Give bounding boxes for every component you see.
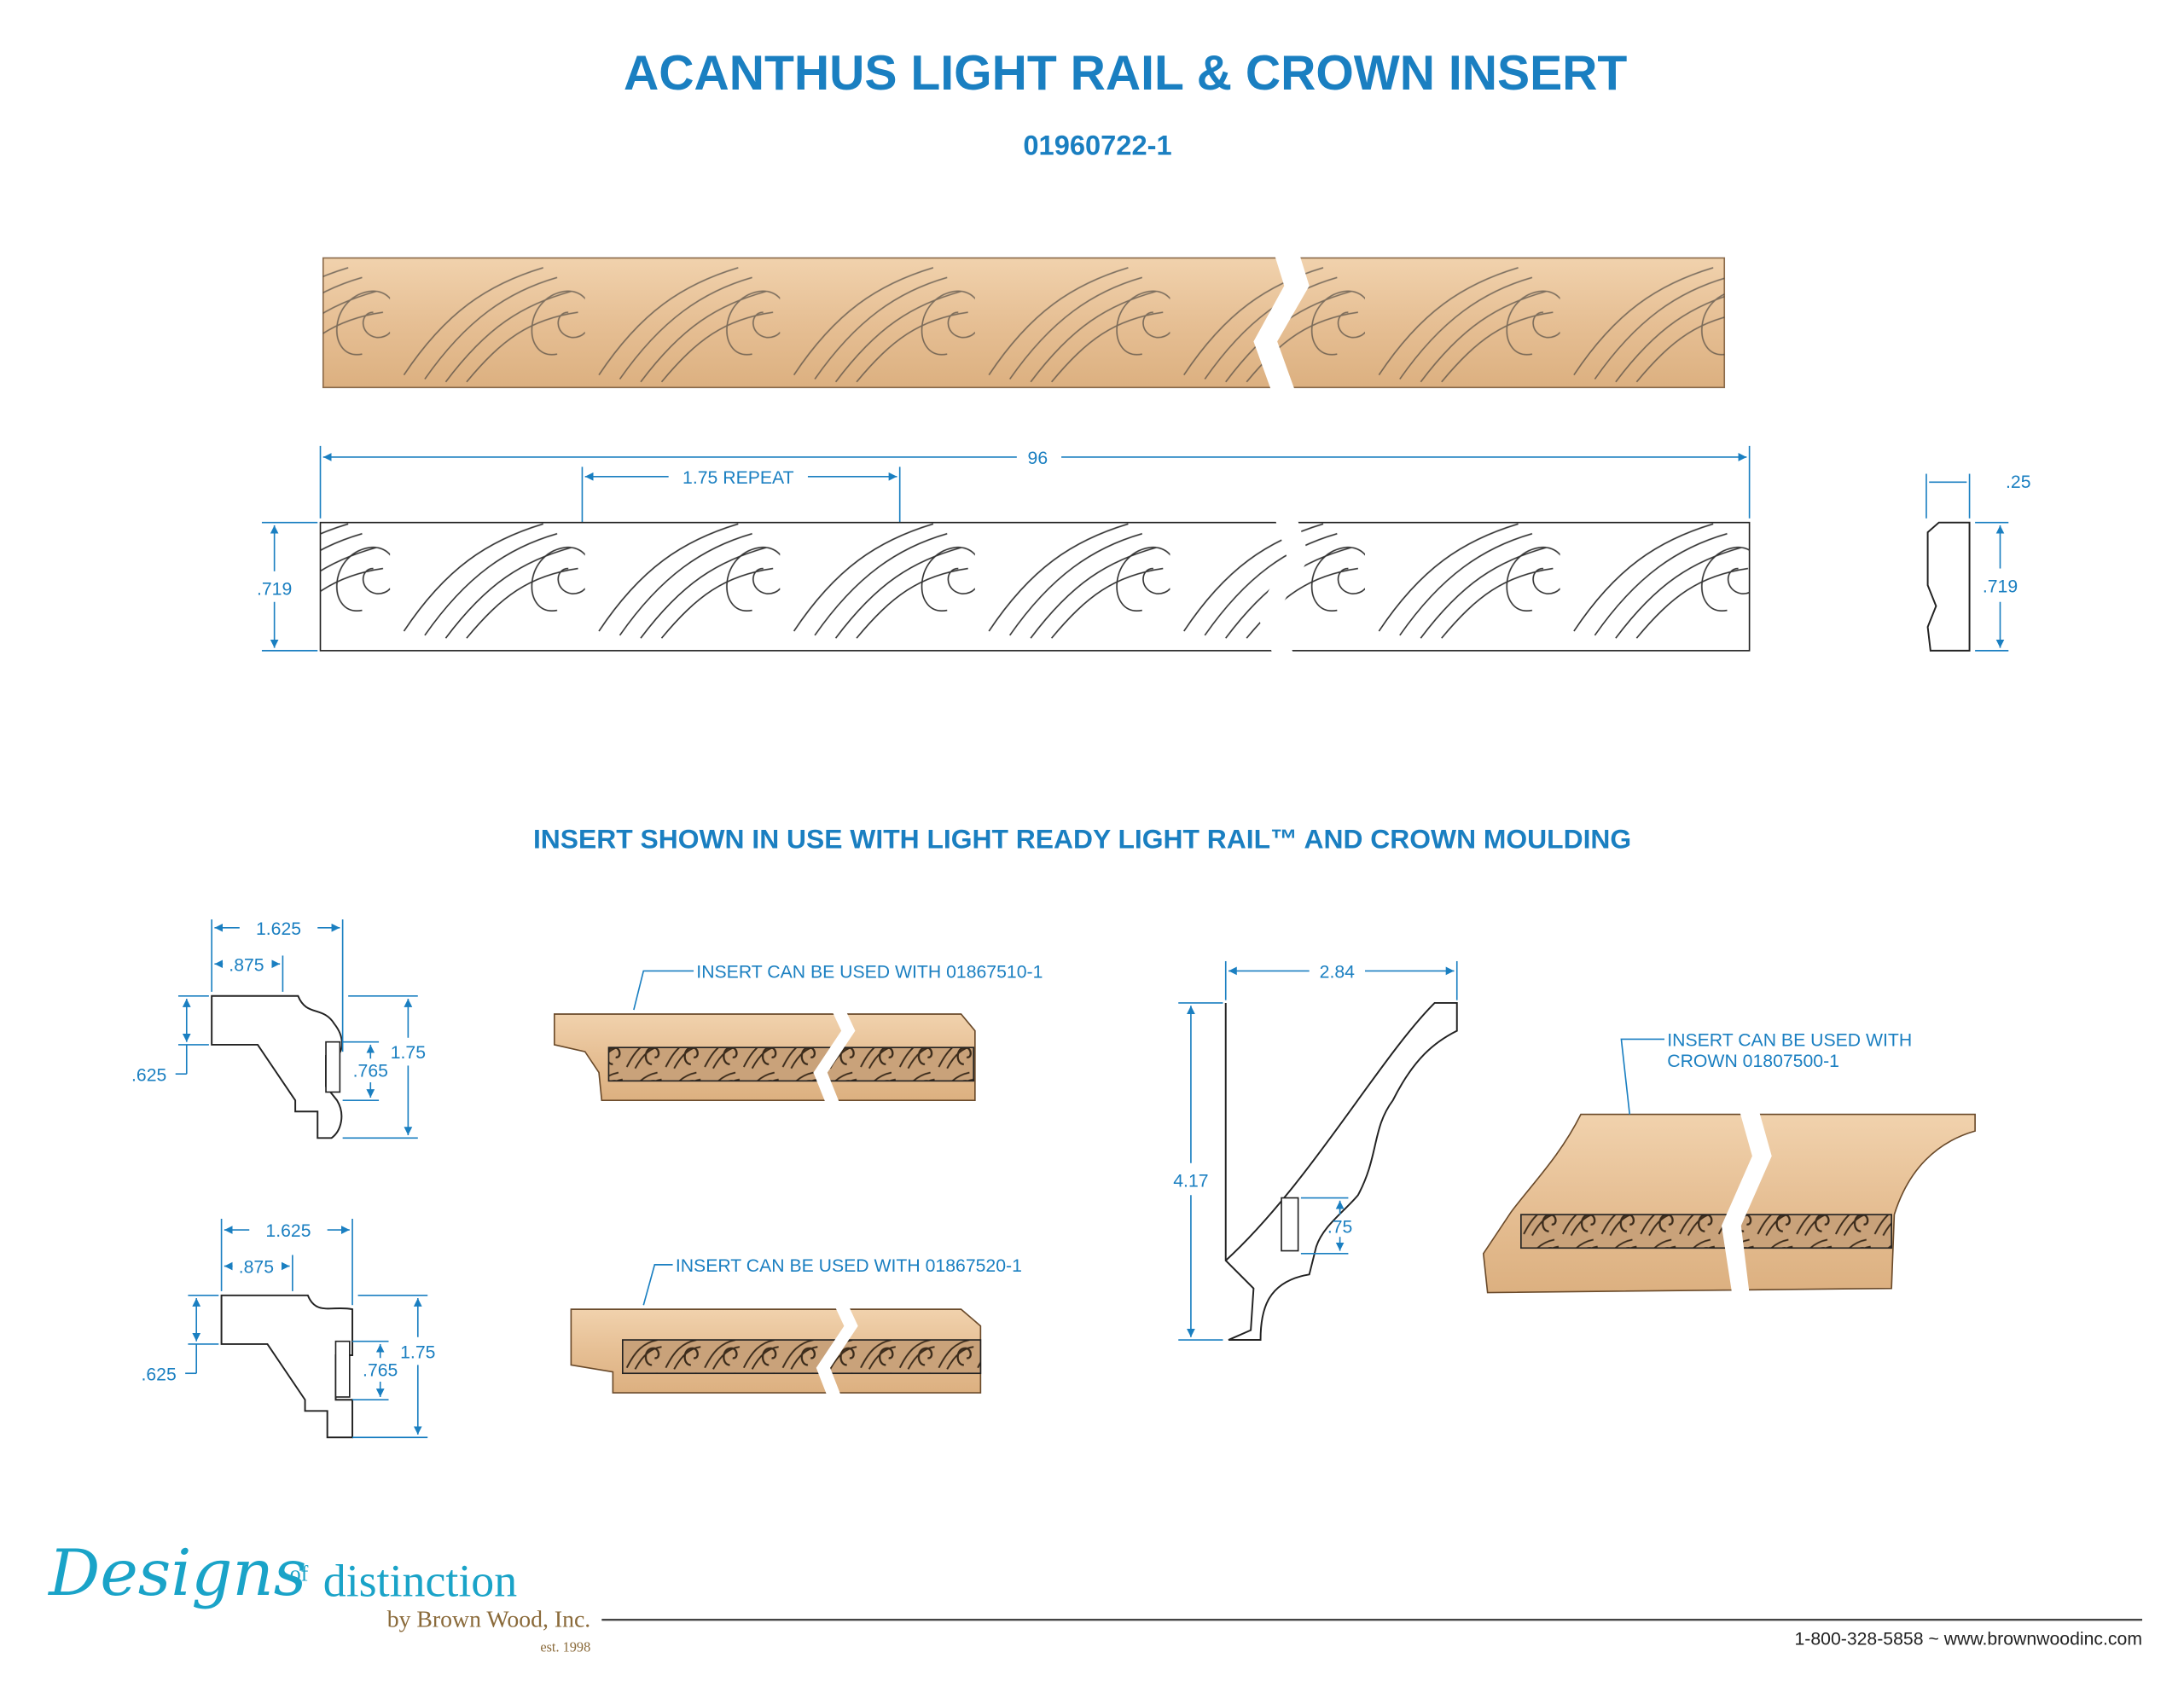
callout-rail-1: INSERT CAN BE USED WITH 01867510-1 xyxy=(696,963,1043,983)
logo-word: distinction xyxy=(323,1555,517,1606)
logo-script: Designs xyxy=(47,1535,306,1610)
profile-1-insert-height: .765 xyxy=(353,1061,388,1081)
page-title: ACANTHUS LIGHT RAIL & CROWN INSERT xyxy=(624,46,1627,101)
logo-est: est. 1998 xyxy=(540,1639,590,1655)
profile-1-height: 1.75 xyxy=(391,1043,426,1063)
callout-crown-line1: INSERT CAN BE USED WITH xyxy=(1667,1031,1912,1051)
crown-height: 4.17 xyxy=(1173,1171,1208,1191)
side-height-label: .719 xyxy=(1983,577,2018,596)
height-label: .719 xyxy=(257,580,292,600)
callout-rail-2: INSERT CAN BE USED WITH 01867520-1 xyxy=(676,1256,1022,1276)
profile-2-insert-height: .765 xyxy=(363,1360,398,1380)
side-thickness-label: .25 xyxy=(2006,472,2030,492)
crown-profile: 2.84 4.17 .75 xyxy=(1173,960,1458,1342)
logo-by: by Brown Wood, Inc. xyxy=(387,1606,591,1632)
profile-1-top-height: .625 xyxy=(131,1065,166,1085)
light-rail-profile-2: 1.625 .875 .625 1.75 .765 xyxy=(141,1219,435,1439)
logo-of: of xyxy=(290,1561,309,1586)
length-dimension: 96 1.75 REPEAT xyxy=(319,445,1751,527)
profile-1-inner-width: .875 xyxy=(229,955,264,975)
profile-2-top-height: .625 xyxy=(141,1365,176,1384)
callout-crown-line2: CROWN 01807500-1 xyxy=(1667,1052,1839,1071)
contact-info: 1-800-328-5858 ~ www.brownwoodinc.com xyxy=(1795,1630,2143,1649)
profile-1-width: 1.625 xyxy=(256,919,301,939)
length-label: 96 xyxy=(1028,449,1048,468)
crown-render: INSERT CAN BE USED WITH CROWN 01807500-1 xyxy=(1482,1031,1976,1317)
profile-2-width: 1.625 xyxy=(265,1221,311,1241)
crown-insert-height: .75 xyxy=(1327,1217,1353,1237)
part-number: 01960722-1 xyxy=(1023,130,1171,161)
light-rail-render-1: INSERT CAN BE USED WITH 01867510-1 xyxy=(553,963,1043,1122)
usage-heading: INSERT SHOWN IN USE WITH LIGHT READY LIG… xyxy=(533,824,1631,855)
company-logo: Designs of distinction by Brown Wood, In… xyxy=(47,1535,590,1655)
insert-line-drawing: .719 xyxy=(257,495,1751,676)
profile-2-height: 1.75 xyxy=(400,1342,435,1362)
insert-side-profile: .25 .719 xyxy=(1926,472,2031,652)
repeat-label: 1.75 REPEAT xyxy=(682,468,794,488)
light-rail-profile-1: 1.625 .875 .625 1.75 .765 xyxy=(131,919,426,1139)
crown-width: 2.84 xyxy=(1320,963,1355,983)
insert-wood-render xyxy=(322,223,1726,412)
profile-2-inner-width: .875 xyxy=(239,1258,274,1278)
light-rail-render-2: INSERT CAN BE USED WITH 01867520-1 xyxy=(570,1256,1022,1418)
